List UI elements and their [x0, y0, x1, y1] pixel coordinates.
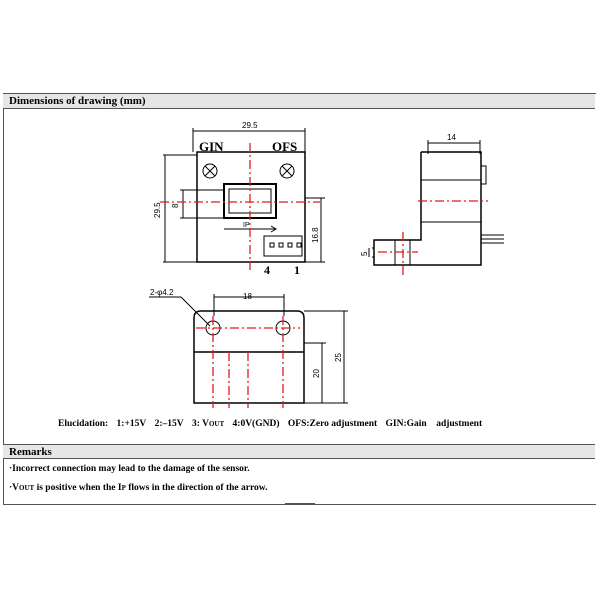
- height-20-label: 20: [312, 369, 321, 378]
- gin-desc: GIN:Gain adjustment: [385, 419, 483, 429]
- dimensions-header: Dimensions of drawing (mm): [3, 94, 595, 109]
- width-29-5-label: 29.5: [242, 121, 258, 130]
- height-25-label: 25: [334, 353, 343, 362]
- remark-1: ·Incorrect connection may lead to the da…: [9, 464, 250, 474]
- hole-diameter-label: 2-φ4.2: [150, 288, 174, 297]
- footer-rule: [285, 503, 315, 504]
- document-frame: [3, 93, 596, 505]
- gin-label: GIN: [199, 139, 224, 154]
- elucidation-label: Elucidation:: [58, 419, 109, 429]
- pin3-desc: 3: VOUT: [192, 419, 225, 429]
- side-width-14-label: 14: [447, 133, 456, 142]
- elucidation-line: Elucidation: 1:+15V 2:–15V 3: VOUT 4:0V(…: [58, 419, 488, 429]
- side-pin-5-label: 5: [360, 251, 369, 256]
- ofs-label: OFS: [272, 139, 297, 154]
- pin2-desc: 2:–15V: [154, 419, 184, 429]
- remarks-header: Remarks: [3, 444, 595, 459]
- pin1-desc: 1:+15V: [116, 419, 147, 429]
- offset-16-8-label: 16.8: [311, 227, 320, 243]
- remark-2: ·VOUT is positive when the IP flows in t…: [9, 483, 268, 493]
- window-8-label: 8: [171, 203, 180, 208]
- pin-1-label: 1: [294, 263, 300, 277]
- hole-spacing-18-label: 18: [243, 292, 252, 301]
- ofs-desc: OFS:Zero adjustment: [287, 419, 378, 429]
- pin4-desc: 4:0V(GND): [232, 419, 280, 429]
- height-29-5-label: 29.5: [153, 202, 162, 218]
- pin-4-label: 4: [264, 263, 270, 277]
- ip-label: IP: [243, 222, 250, 229]
